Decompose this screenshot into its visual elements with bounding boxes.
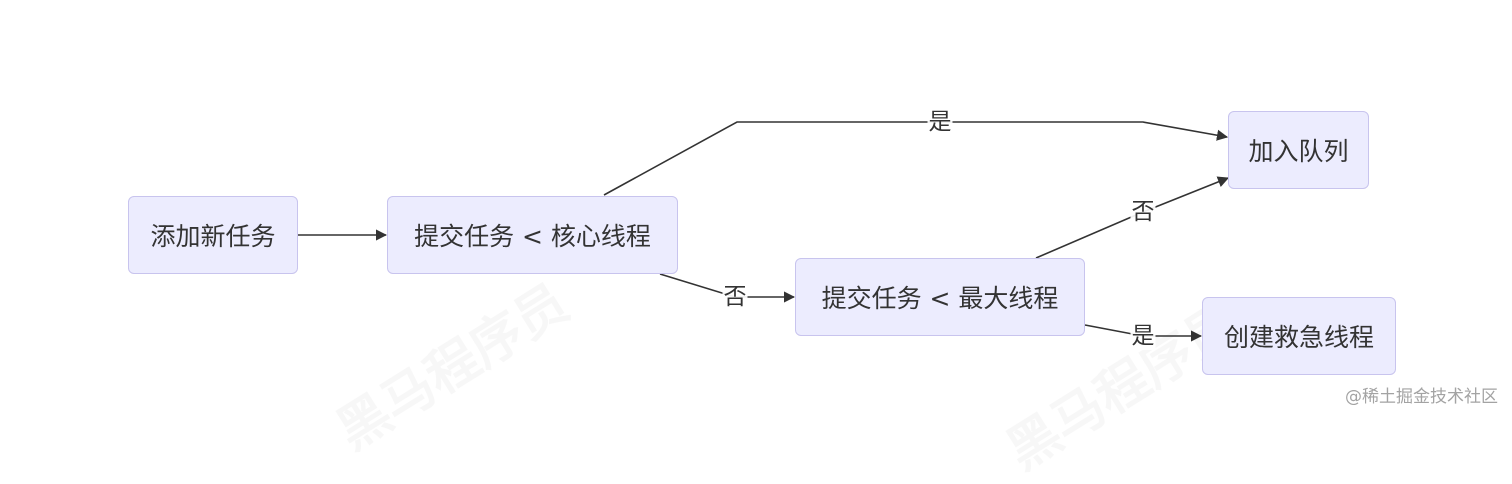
edge-label-core-yes: 是 [927, 108, 953, 136]
edge-label-core-no: 否 [722, 283, 748, 311]
node-add-task: 添加新任务 [128, 196, 298, 274]
edge-core-yes [603, 121, 1229, 196]
node-submit-max: 提交任务 < 最大线程 [795, 258, 1085, 336]
node-create-emergency: 创建救急线程 [1202, 297, 1396, 375]
flowchart: 黑马程序员 黑马程序员 是 否 否 是 添加新任务 提交任务 < 核心线程 提交… [128, 108, 1498, 407]
edge-label-max-no: 否 [1130, 198, 1156, 226]
edge-label-max-yes: 是 [1130, 322, 1156, 350]
node-submit-core: 提交任务 < 核心线程 [387, 196, 678, 274]
node-join-queue: 加入队列 [1228, 111, 1369, 189]
source-credit: @稀土掘金技术社区 [1345, 387, 1498, 407]
